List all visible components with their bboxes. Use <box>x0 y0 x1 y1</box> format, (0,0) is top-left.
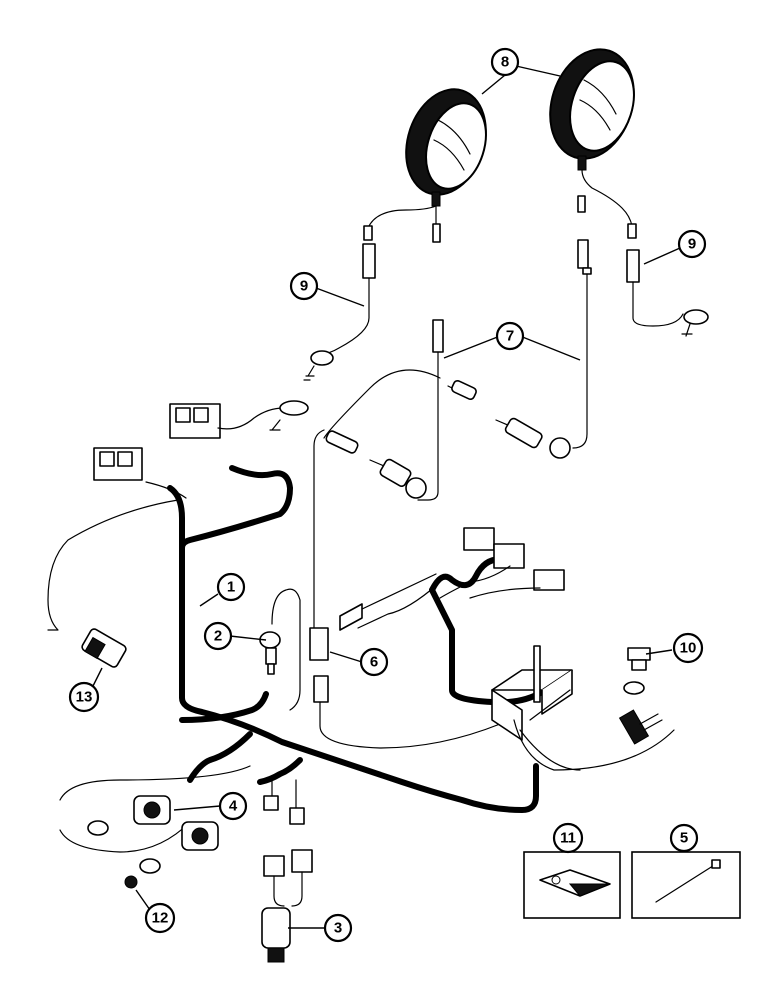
callout-6: 6 <box>359 647 389 677</box>
callout-10: 10 <box>672 632 704 664</box>
callout-4: 4 <box>218 791 248 821</box>
callout-8: 8 <box>490 47 520 77</box>
callout-label: 13 <box>76 689 93 706</box>
callout-label: 10 <box>680 640 697 657</box>
lamp-wires <box>303 169 709 381</box>
leader-lines <box>91 65 681 929</box>
callout-13: 13 <box>68 681 100 713</box>
callout-9-left: 9 <box>289 271 319 301</box>
cable-tie-box <box>631 851 741 919</box>
callout-label: 7 <box>506 328 514 345</box>
callout-9-right: 9 <box>677 229 707 259</box>
callout-label: 9 <box>688 236 696 253</box>
small-connectors <box>263 775 305 825</box>
callout-12: 12 <box>144 902 176 934</box>
callout-11: 11 <box>552 822 584 854</box>
work-lamp-right <box>549 48 635 171</box>
callout-label: 2 <box>214 628 222 645</box>
switch-part-4 <box>59 765 251 874</box>
callout-label: 1 <box>227 579 235 596</box>
callout-3: 3 <box>323 913 353 943</box>
callout-label: 11 <box>560 830 576 847</box>
switch-part-13 <box>81 628 127 668</box>
extension-harnesses <box>313 267 592 631</box>
bolt-part-10 <box>627 647 651 671</box>
harness-connectors <box>93 400 565 599</box>
pressure-switch-part-3 <box>261 849 313 963</box>
mount-bracket <box>491 645 675 771</box>
callout-label: 4 <box>229 798 238 815</box>
callout-label: 6 <box>370 654 378 671</box>
clip-kit-box <box>523 851 621 919</box>
callout-1: 1 <box>216 572 246 602</box>
callout-label: 8 <box>501 54 509 71</box>
callout-label: 12 <box>152 910 169 927</box>
callout-label: 3 <box>334 920 342 937</box>
connector-part-6 <box>309 627 501 749</box>
nut-part-12 <box>124 875 138 889</box>
callout-2: 2 <box>203 621 233 651</box>
cable-clip <box>339 573 439 631</box>
callout-label: 9 <box>300 278 308 295</box>
work-lamp-left <box>405 88 487 207</box>
callout-5: 5 <box>669 823 699 853</box>
callout-label: 5 <box>680 830 688 847</box>
main-harness <box>47 465 545 813</box>
callout-7: 7 <box>495 321 525 351</box>
